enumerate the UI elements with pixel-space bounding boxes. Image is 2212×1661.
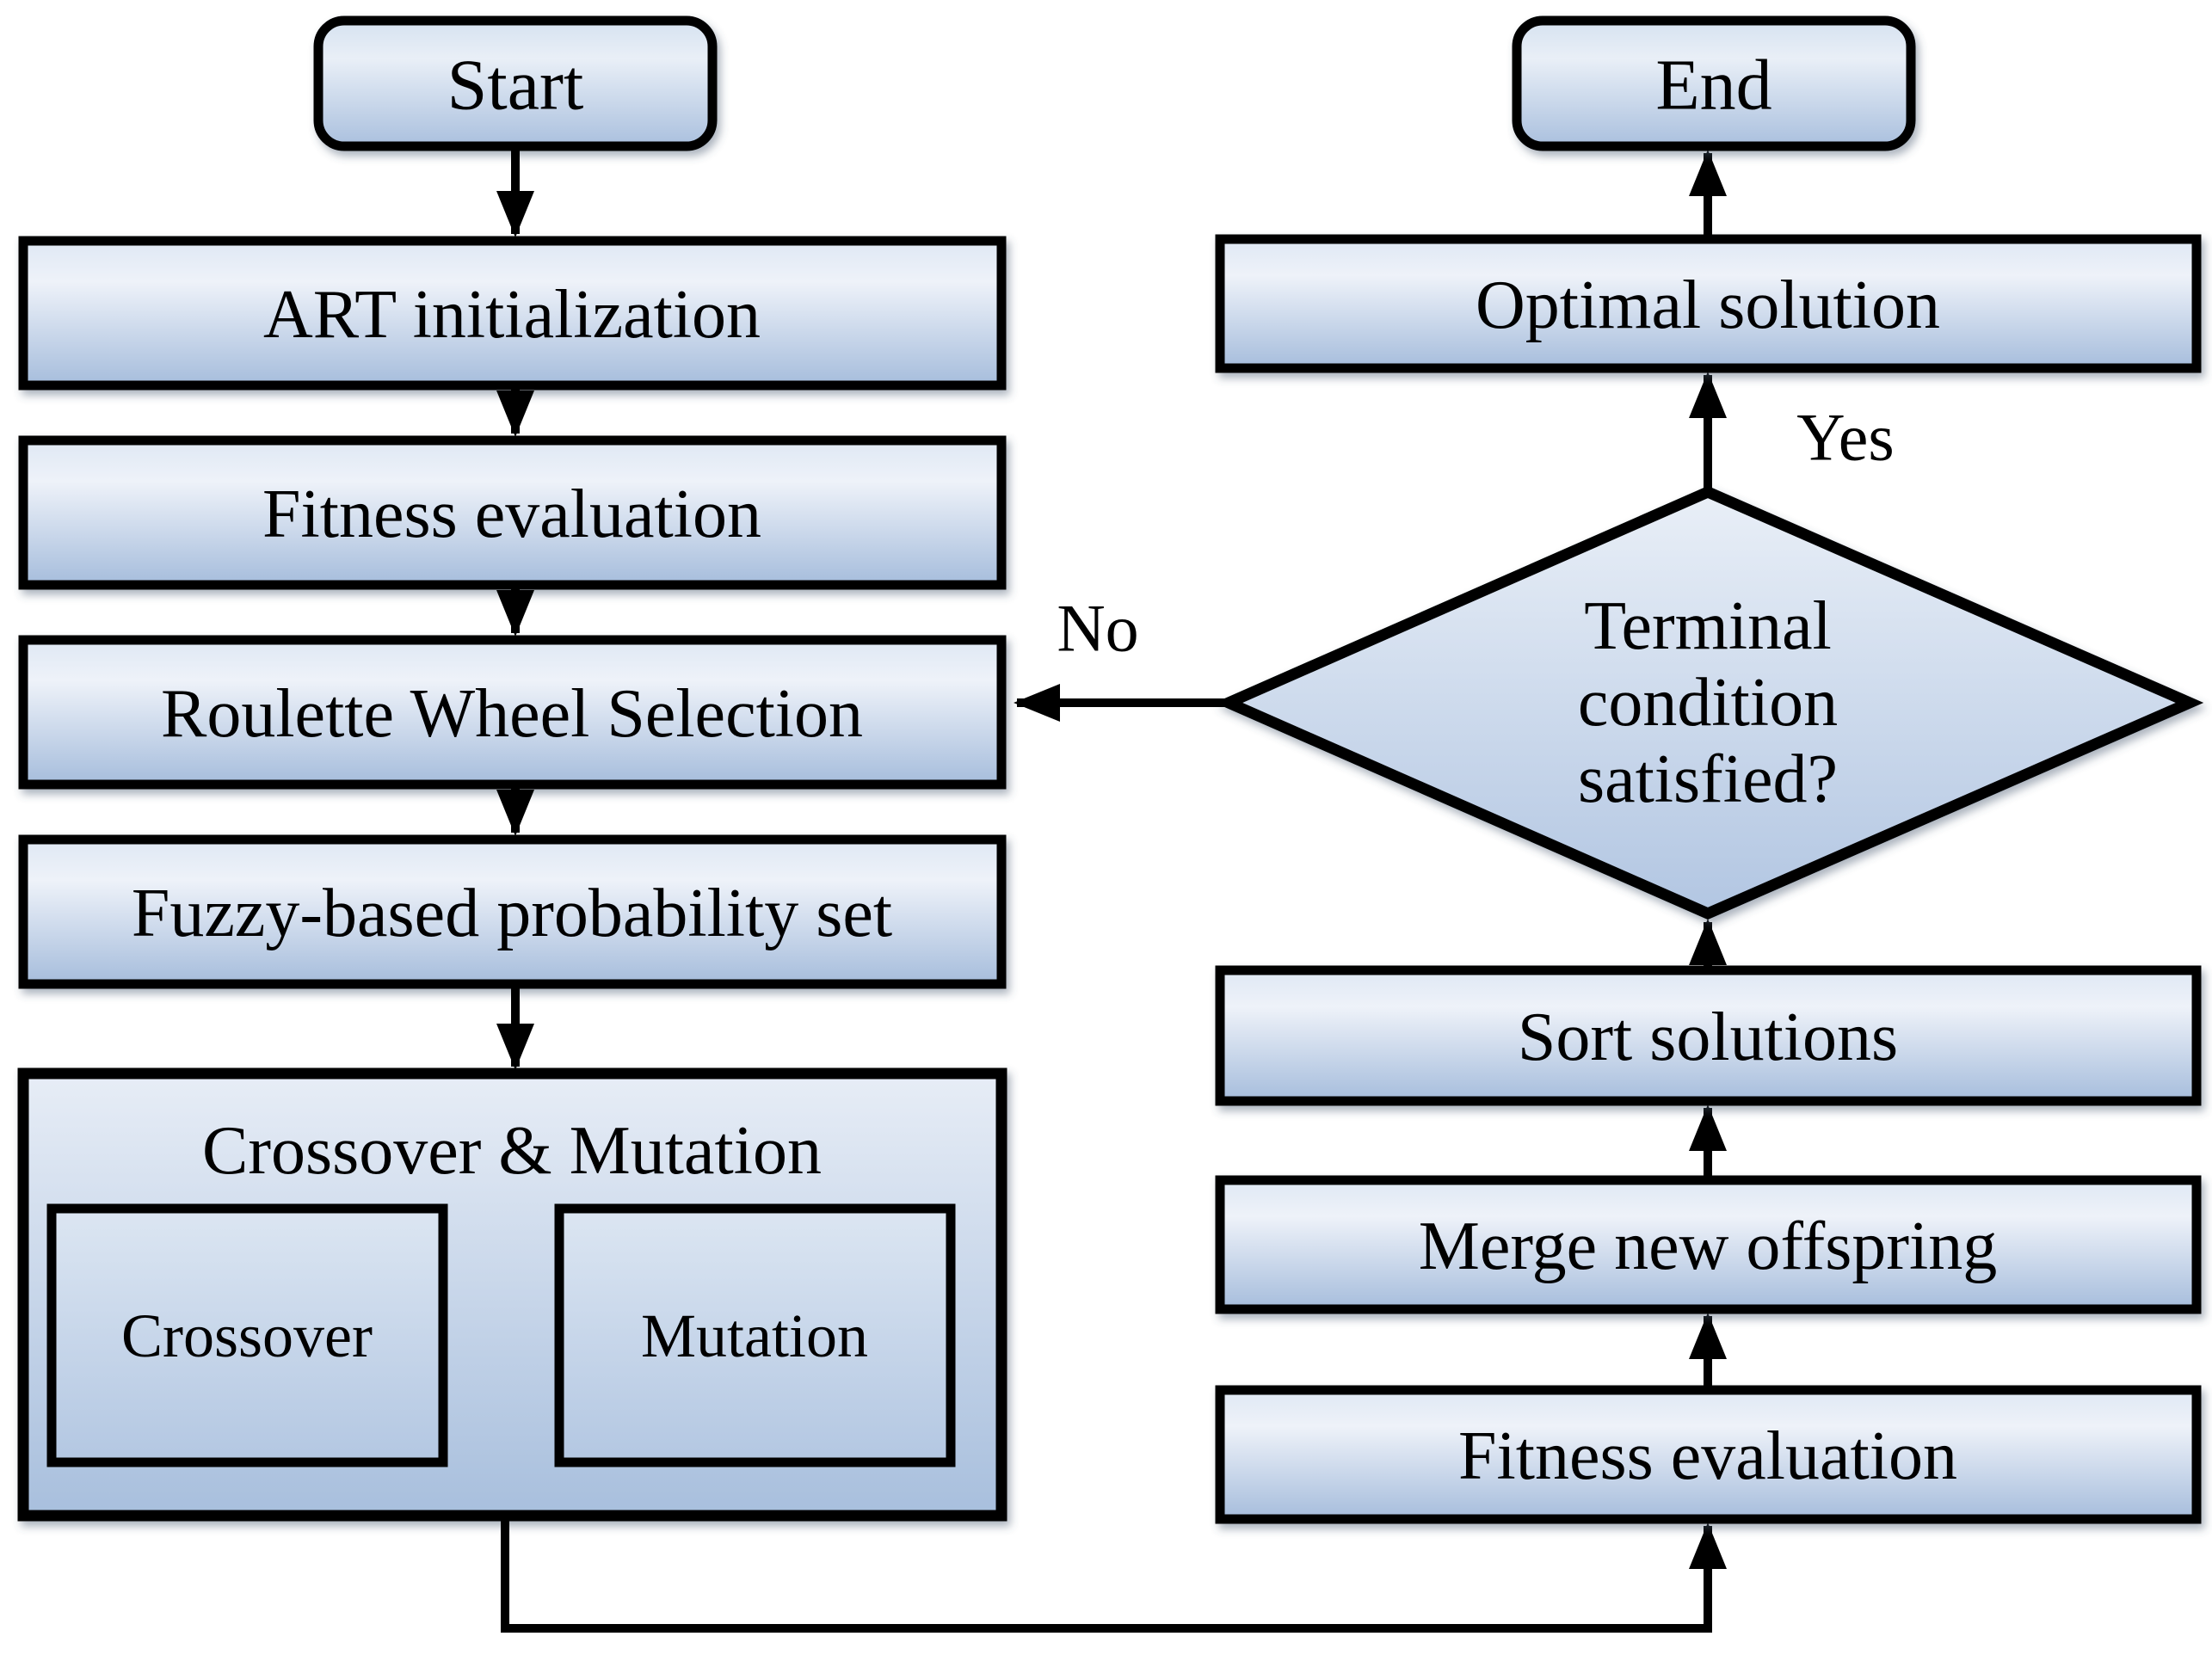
mutation-label: Mutation xyxy=(641,1301,868,1370)
node-art-initialization: ART initialization xyxy=(18,236,1007,391)
node-optimal-solution: Optimal solution xyxy=(1215,234,2202,373)
node-fitness-evaluation-left: Fitness evaluation xyxy=(18,435,1007,590)
fitness-evaluation-left-label: Fitness evaluation xyxy=(262,477,761,552)
terminal-condition-shape xyxy=(1214,485,2204,920)
optimal-solution-shape xyxy=(1215,234,2202,373)
node-fitness-evaluation-right: Fitness evaluation xyxy=(1215,1385,2202,1524)
sort-solutions-shape xyxy=(1215,965,2202,1106)
art-initialization-shape xyxy=(18,236,1007,391)
node-fuzzy-probability-set: Fuzzy-based probability set xyxy=(18,834,1007,989)
sort-solutions-label: Sort solutions xyxy=(1518,1000,1898,1075)
roulette-wheel-selection-label: Roulette Wheel Selection xyxy=(161,676,863,752)
node-terminal-condition: Terminal condition satisfied? xyxy=(1214,485,2204,920)
node-sort-solutions: Sort solutions xyxy=(1215,965,2202,1106)
node-merge-new-offspring: Merge new offspring xyxy=(1215,1175,2202,1314)
node-crossover-mutation-group: Crossover & Mutation Crossover Mutation xyxy=(17,1067,1007,1522)
terminal-condition-line1: Terminal xyxy=(1584,588,1832,664)
start-label: Start xyxy=(447,46,584,126)
end-shape xyxy=(1512,15,1916,151)
edge-label-yes: Yes xyxy=(1796,400,1895,475)
roulette-wheel-selection-shape xyxy=(18,635,1007,790)
node-end: End xyxy=(1512,15,1916,151)
node-mutation: Mutation xyxy=(554,1203,956,1467)
crossover-label: Crossover xyxy=(121,1301,373,1370)
fuzzy-probability-set-label: Fuzzy-based probability set xyxy=(132,876,892,951)
crossover-shape xyxy=(46,1203,448,1467)
node-crossover: Crossover xyxy=(46,1203,448,1467)
end-label: End xyxy=(1655,46,1771,126)
fitness-evaluation-right-label: Fitness evaluation xyxy=(1458,1418,1957,1494)
node-start: Start xyxy=(313,15,718,151)
terminal-condition-line3: satisfied? xyxy=(1578,741,1838,817)
art-initialization-label: ART initialization xyxy=(263,277,761,353)
mutation-shape xyxy=(554,1203,956,1467)
terminal-condition-line2: condition xyxy=(1578,665,1838,741)
edge-crossover-group-to-fitness-right-connector xyxy=(501,1516,1727,1633)
merge-new-offspring-label: Merge new offspring xyxy=(1419,1209,1997,1284)
merge-new-offspring-shape xyxy=(1215,1175,2202,1314)
crossover-mutation-group-label: Crossover & Mutation xyxy=(202,1113,822,1189)
fitness-evaluation-right-shape xyxy=(1215,1385,2202,1524)
edge-label-no: No xyxy=(1057,591,1138,666)
node-roulette-wheel-selection: Roulette Wheel Selection xyxy=(18,635,1007,790)
optimal-solution-label: Optimal solution xyxy=(1476,268,1940,343)
